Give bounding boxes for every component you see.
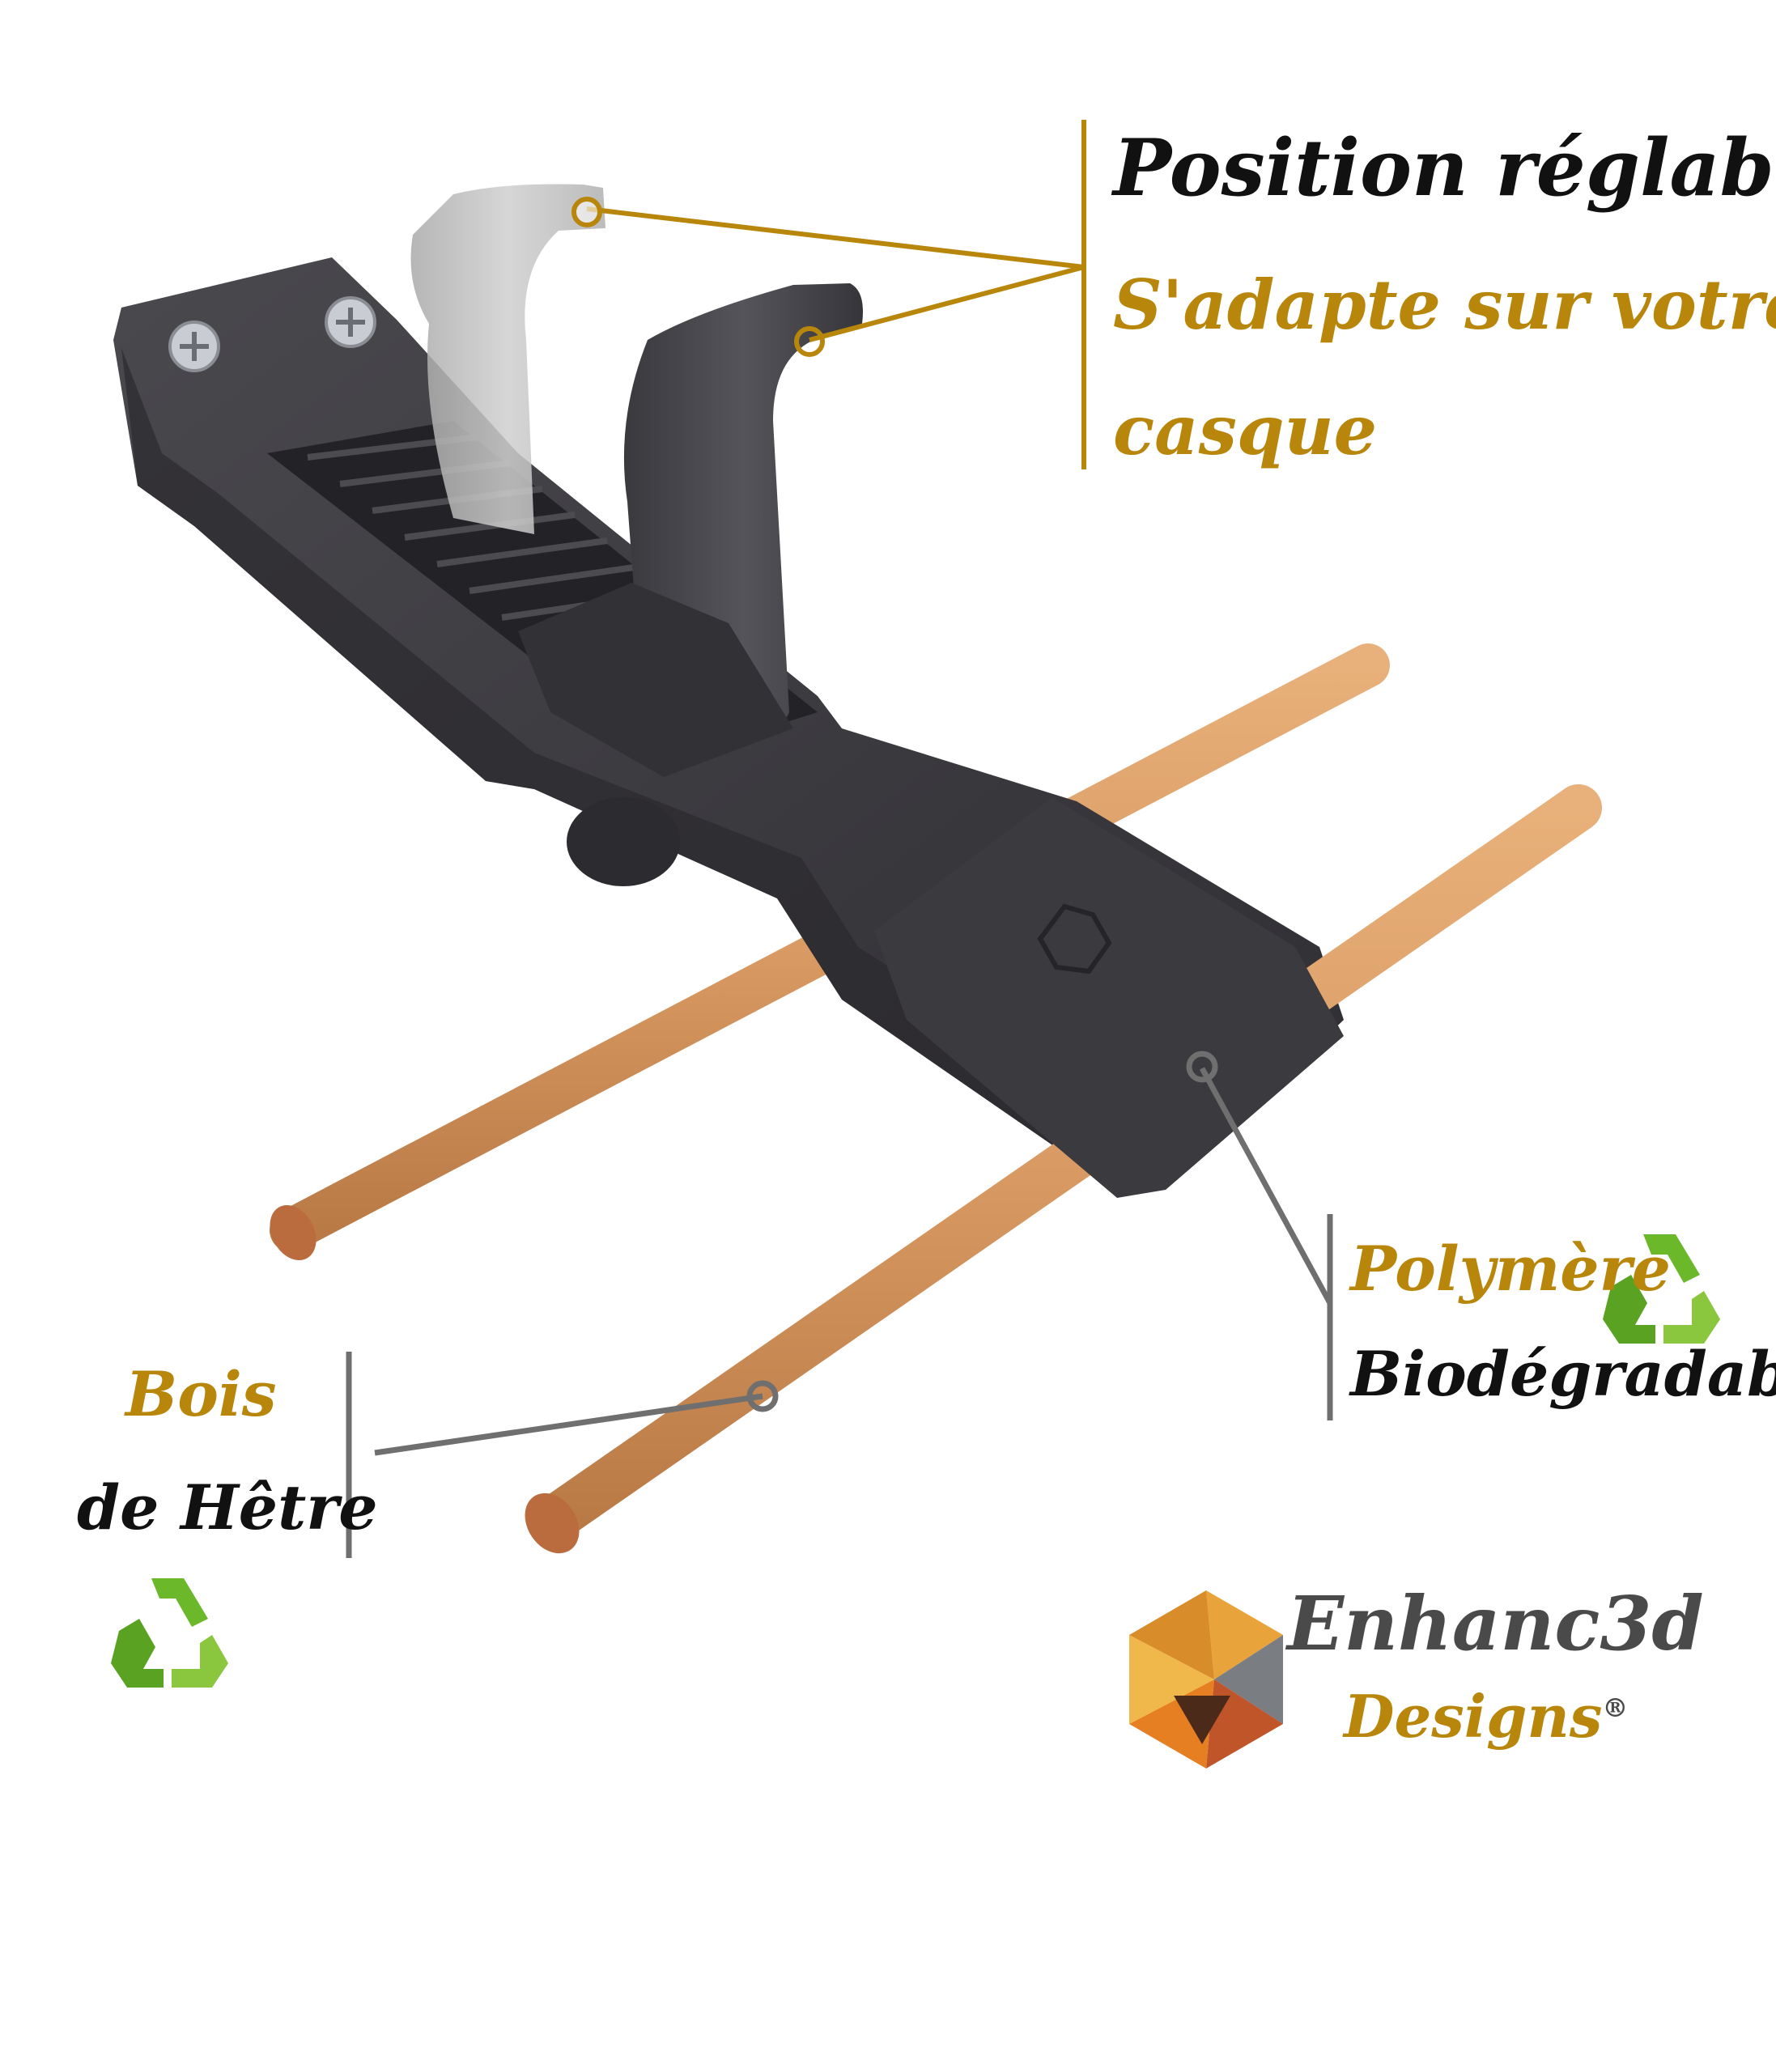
front-clamp bbox=[874, 797, 1344, 1198]
position-line1: S'adapte sur votre bbox=[1113, 265, 1776, 345]
polymer-line2: Biodégradable bbox=[1350, 1338, 1776, 1410]
callout-polymer-lines bbox=[1186, 1051, 1333, 1420]
base-foot bbox=[567, 797, 680, 886]
embossed-logo-icon bbox=[1037, 903, 1112, 974]
screw-right bbox=[325, 296, 376, 348]
registered-mark: ® bbox=[1602, 1692, 1629, 1723]
polymer-line1: Polymère bbox=[1350, 1233, 1671, 1305]
recycle-icon bbox=[1603, 1234, 1720, 1344]
recycle-icon bbox=[111, 1578, 228, 1688]
wood-line1: Bois bbox=[125, 1358, 277, 1430]
hook-slider-block bbox=[518, 583, 793, 777]
brand-name: Enhanc3d bbox=[1287, 1580, 1704, 1667]
position-line2: casque bbox=[1113, 390, 1378, 470]
callout-position-lines bbox=[571, 120, 1086, 469]
position-title: Position réglable bbox=[1113, 122, 1776, 214]
wood-line2: de Hêtre bbox=[77, 1471, 378, 1543]
ghost-hook bbox=[410, 184, 605, 534]
screw-left bbox=[168, 321, 220, 372]
hexagon-logo-icon bbox=[1129, 1590, 1283, 1768]
brand-sub-text: Designs bbox=[1344, 1682, 1603, 1751]
brand-sub: Designs® bbox=[1344, 1688, 1628, 1746]
callout-wood-lines bbox=[346, 1352, 779, 1558]
